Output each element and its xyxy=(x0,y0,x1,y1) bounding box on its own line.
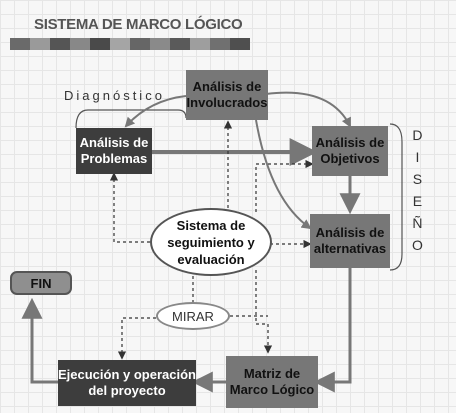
node-matriz: Matriz de Marco Lógico xyxy=(226,356,318,408)
dashed-seguimiento-objetivos xyxy=(255,159,314,212)
node-objetivos: Análisis de Objetivos xyxy=(312,126,388,176)
node-involucrados: Análisis de Involucrados xyxy=(186,70,268,120)
dashed-mirar-ejecucion xyxy=(117,317,156,360)
arrow-involucrados-problemas xyxy=(124,95,187,128)
node-fin: FIN xyxy=(10,271,72,295)
node-seguimiento: Sistema de seguimiento y evaluación xyxy=(150,208,272,276)
diagnostico-bracket xyxy=(75,109,187,129)
arrow-ejecucion-fin xyxy=(21,297,58,384)
diseno-label: D I S E Ñ O xyxy=(412,127,423,253)
node-problemas: Análisis de Problemas xyxy=(76,128,152,174)
arrow-involucrados-objetivos xyxy=(265,91,351,128)
node-alternativas: Análisis de alternativas xyxy=(310,214,390,268)
diagram-title: SISTEMA DE MARCO LÓGICO xyxy=(34,16,243,33)
node-ejecucion: Ejecución y operación del proyecto xyxy=(58,360,196,406)
diseno-bracket xyxy=(389,123,403,271)
title-banner xyxy=(10,38,250,50)
arrow-involucrados-alternativas xyxy=(255,119,312,230)
diagnostico-label: Diagnóstico xyxy=(64,88,165,103)
arrow-alternativas-matriz xyxy=(313,268,352,393)
dashed-seguimiento-problemas xyxy=(109,172,150,243)
dashed-seguimiento-matriz xyxy=(255,270,273,354)
node-mirar: MIRAR xyxy=(156,302,230,330)
